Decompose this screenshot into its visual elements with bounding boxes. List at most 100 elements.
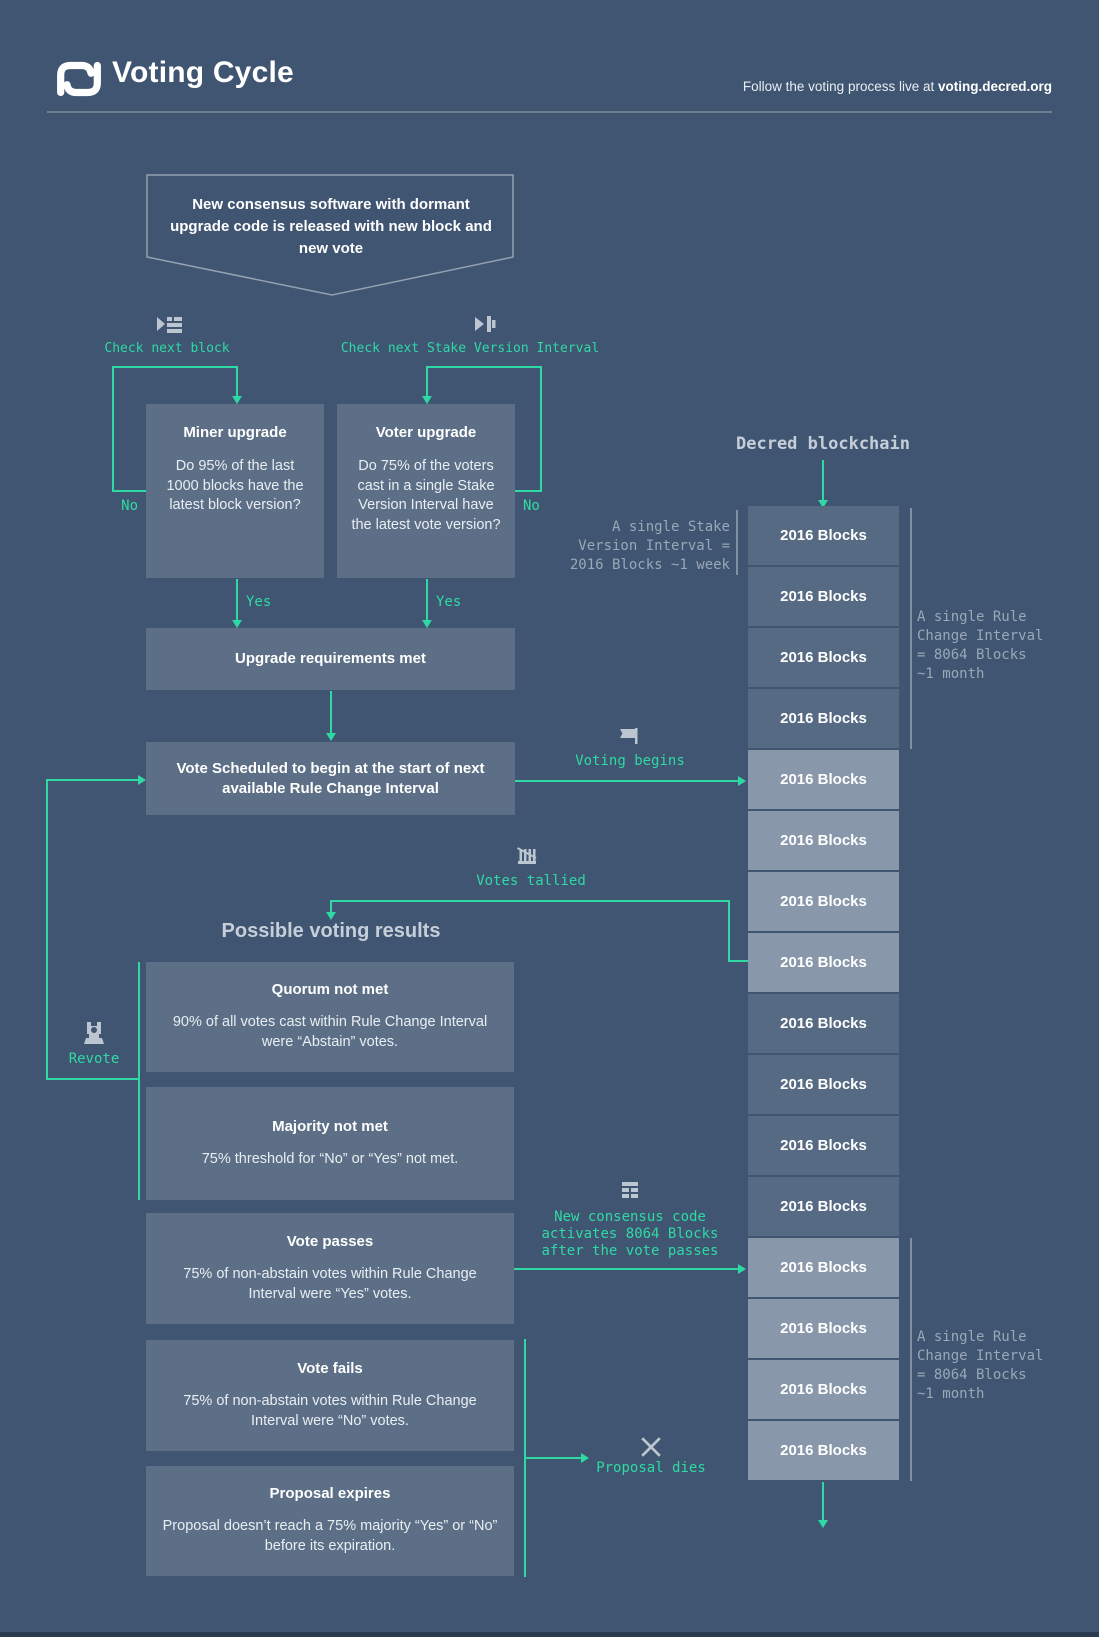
result-quorum-title: Quorum not met [271, 981, 389, 999]
connector-results-bracket [138, 962, 140, 1200]
rule-interval-top-line4: ~1 month [917, 666, 985, 682]
block-12: 2016 Blocks [748, 1177, 899, 1236]
consensus-grid-icon [621, 1181, 639, 1199]
blockchain-title: Decred blockchain [736, 434, 910, 454]
footer-bar [0, 1632, 1099, 1637]
result-fails-title: Vote fails [297, 1359, 363, 1377]
results-title: Possible voting results [221, 920, 441, 942]
connector-no-right-top [426, 366, 542, 368]
arrowhead-into-miner [232, 396, 242, 404]
block-2: 2016 Blocks [748, 567, 899, 626]
result-passes-title: Vote passes [286, 1232, 374, 1250]
result-expires-body: Proposal doesn’t reach a 75% majority “Y… [162, 1518, 498, 1554]
no-label-left: No [121, 498, 138, 514]
arrowhead-into-voter [422, 396, 432, 404]
connector-activation [514, 1268, 739, 1270]
arrowhead-dies [581, 1453, 589, 1463]
bracket-rule-interval-bottom [910, 1238, 912, 1481]
block-9: 2016 Blocks [748, 994, 899, 1053]
connector-voting-begins [515, 780, 739, 782]
callout-outline [146, 174, 515, 298]
header-divider [47, 111, 1052, 113]
upgrade-requirements-text: Upgrade requirements met [235, 650, 426, 668]
block-13: 2016 Blocks [748, 1238, 899, 1297]
arrowhead-activation [738, 1264, 746, 1274]
result-quorum-box: Quorum not met 90% of all votes cast wit… [146, 962, 514, 1072]
result-expires-title: Proposal expires [269, 1485, 391, 1503]
stake-interval-note-line2: Version Interval = [578, 538, 730, 554]
yes-label-right: Yes [436, 594, 462, 610]
rule-interval-bottom-line2: Change Interval [917, 1348, 1044, 1364]
arrowhead-yes-right [422, 620, 432, 628]
rule-interval-top-line2: Change Interval [917, 628, 1044, 644]
result-majority-title: Majority not met [272, 1117, 388, 1135]
connector-no-right-side [540, 366, 542, 492]
activation-note: New consensus code activates 8064 Blocks… [520, 1209, 740, 1260]
callout-text: New consensus software with dormant upgr… [170, 196, 492, 257]
block-8: 2016 Blocks [748, 933, 899, 992]
arrowhead-chain-top [818, 500, 828, 508]
rule-interval-top-line1: A single Rule [917, 609, 1027, 625]
yes-label-left: Yes [246, 594, 272, 610]
tagline: Follow the voting process live at voting… [743, 79, 1052, 94]
connector-dies-h [524, 1457, 582, 1459]
result-passes-body: 75% of non-abstain votes within Rule Cha… [183, 1265, 477, 1302]
connector-tallied-v [728, 900, 730, 962]
connector-no-left-side [112, 366, 114, 492]
connector-into-miner [236, 366, 238, 398]
arrowhead-to-scheduled [326, 733, 336, 741]
activation-note-line3: after the vote passes [541, 1243, 719, 1259]
connector-chain-top [822, 460, 824, 501]
result-expires-box: Proposal expires Proposal doesn’t reach … [146, 1466, 514, 1576]
rule-interval-note-top: A single Rule Change Interval = 8064 Blo… [917, 608, 1087, 684]
page-title: Voting Cycle [112, 56, 294, 89]
votes-tallied-label: Votes tallied [476, 873, 586, 889]
check-next-stake-interval-icon [474, 314, 496, 334]
block-7: 2016 Blocks [748, 872, 899, 931]
x-mark-icon [640, 1436, 662, 1458]
arrowhead-revote-in [138, 775, 146, 785]
tally-icon [517, 846, 537, 865]
block-3: 2016 Blocks [748, 628, 899, 687]
result-fails-body: 75% of non-abstain votes within Rule Cha… [183, 1392, 477, 1429]
result-quorum-body: 90% of all votes cast within Rule Change… [172, 1014, 488, 1050]
block-1: 2016 Blocks [748, 506, 899, 565]
result-passes-box: Vote passes 75% of non-abstain votes wit… [146, 1213, 514, 1324]
bracket-rule-interval-top [910, 508, 912, 749]
rule-interval-bottom-line3: = 8064 Blocks [917, 1367, 1027, 1383]
activation-note-line1: New consensus code [554, 1209, 706, 1225]
check-next-block-icon [156, 314, 182, 334]
activation-note-line2: activates 8064 Blocks [541, 1226, 719, 1242]
connector-revote-h [46, 1078, 139, 1080]
block-6: 2016 Blocks [748, 811, 899, 870]
voting-begins-label: Voting begins [575, 753, 685, 769]
upgrade-requirements-box: Upgrade requirements met [146, 628, 515, 690]
vote-scheduled-box: Vote Scheduled to begin at the start of … [146, 742, 515, 815]
revote-label: Revote [68, 1051, 120, 1067]
voter-upgrade-title: Voter upgrade [375, 424, 477, 441]
result-majority-body: 75% threshold for “No” or “Yes” not met. [201, 1150, 459, 1167]
rule-interval-note-bottom: A single Rule Change Interval = 8064 Blo… [917, 1328, 1087, 1404]
connector-tallied-to-chain [728, 960, 748, 962]
result-majority-box: Majority not met 75% threshold for “No” … [146, 1087, 514, 1200]
tagline-text: Follow the voting process live at [742, 79, 938, 94]
revote-stamp-icon [83, 1021, 105, 1047]
block-11: 2016 Blocks [748, 1116, 899, 1175]
check-next-block-label: Check next block [104, 341, 230, 356]
connector-yes-right [426, 579, 428, 621]
block-4: 2016 Blocks [748, 689, 899, 748]
block-15: 2016 Blocks [748, 1360, 899, 1419]
result-fails-box: Vote fails 75% of non-abstain votes with… [146, 1340, 514, 1451]
connector-tallied-h [330, 900, 730, 902]
rule-interval-bottom-line1: A single Rule [917, 1329, 1027, 1345]
miner-upgrade-body: Do 95% of the last 1000 blocks have the … [166, 458, 304, 514]
stake-interval-note-line3: 2016 Blocks ~1 week [569, 557, 730, 573]
rule-interval-bottom-line4: ~1 month [917, 1386, 985, 1402]
no-label-right: No [523, 498, 540, 514]
connector-chain-bottom [822, 1482, 824, 1521]
connector-revote-v [46, 779, 48, 1080]
vote-scheduled-text: Vote Scheduled to begin at the start of … [176, 760, 485, 797]
block-5: 2016 Blocks [748, 750, 899, 809]
connector-into-voter [426, 366, 428, 398]
